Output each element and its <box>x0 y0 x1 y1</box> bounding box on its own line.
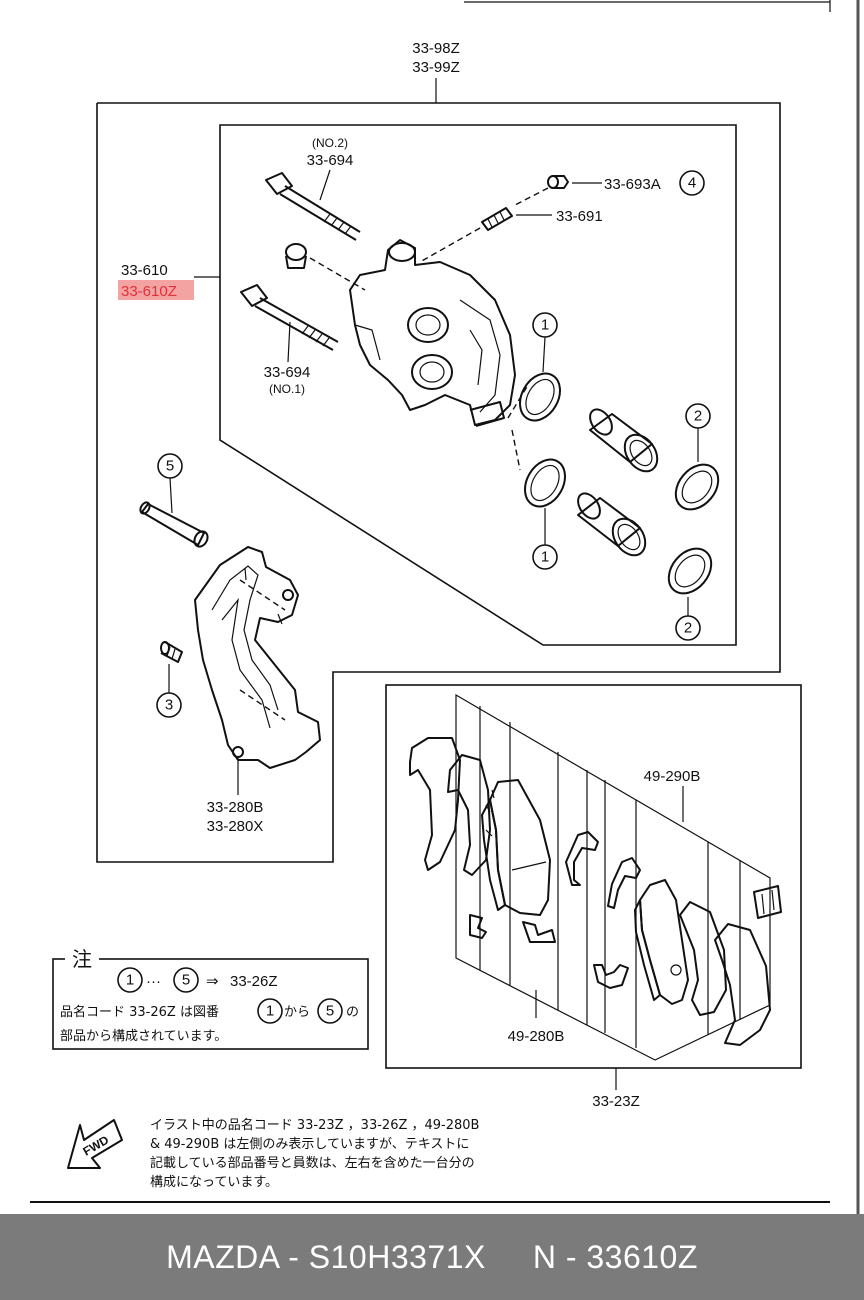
note-line2-suffix: の <box>346 1005 359 1020</box>
note-heading-bg <box>65 948 99 970</box>
note-callout-1-circle <box>117 967 143 993</box>
callout-4-circle <box>679 170 705 196</box>
label-pad-assembly: 33-23Z <box>592 1093 640 1110</box>
label-assembly-33-98z: 33-98Z <box>412 40 460 57</box>
caption-line-4: 構成になっています。 <box>150 1175 278 1190</box>
pad-clip-middle <box>607 857 641 909</box>
piston-seal-upper <box>519 372 561 422</box>
label-bolt-no1-part: 33-694 <box>264 364 311 381</box>
callout-3-circle <box>156 692 182 718</box>
guide-pin <box>139 501 209 548</box>
note-box <box>52 958 369 1050</box>
note-heading: 注 <box>72 947 92 971</box>
brake-pad-inner <box>481 779 551 916</box>
bleeder-screw <box>481 207 513 231</box>
label-caliper-33-610z: 33-610Z <box>121 283 177 300</box>
note-line2-callout-5: 5 <box>326 1003 334 1020</box>
label-bolt-no2-part: 33-694 <box>307 152 354 169</box>
caliper-bracket <box>194 546 321 769</box>
label-caliper-33-610: 33-610 <box>121 262 168 279</box>
guide-line-bleeder <box>419 227 481 263</box>
dust-boot-upper <box>674 463 720 511</box>
bushing <box>285 243 307 269</box>
guide-line-seal-upper <box>507 384 529 419</box>
guide-bolt-upper <box>265 172 361 241</box>
guide-line-bracket-lower <box>239 689 286 721</box>
caliper-body <box>349 239 516 427</box>
pad-clip-upper <box>565 831 599 886</box>
piston-seal-lower <box>524 458 566 508</box>
callout-2-bottom: 2 <box>684 620 692 637</box>
label-bolt-no2-tag: (NO.2) <box>312 136 348 150</box>
note-arrow: ⇒ <box>206 973 219 990</box>
label-assembly-33-99z: 33-99Z <box>412 59 460 76</box>
label-bracket-33-280x: 33-280X <box>207 818 264 835</box>
label-bleeder-screw: 33-691 <box>556 208 603 225</box>
note-callout-5-circle <box>173 967 199 993</box>
leader-seal-upper <box>542 336 546 373</box>
fwd-arrow-icon <box>67 1119 123 1169</box>
leader-bolt-no1 <box>287 321 291 363</box>
label-shim-kit: 49-290B <box>644 768 701 785</box>
footer-part-numbers: MAZDA - S10H3371X N - 33610Z <box>166 1238 698 1275</box>
note-callout-5: 5 <box>182 972 190 989</box>
dust-boot-lower <box>667 547 713 595</box>
note-line2-callout-1-circle <box>257 998 283 1024</box>
leader-guide-pin <box>169 477 173 514</box>
pad-wear-indicator <box>753 885 782 919</box>
pad-set-frame <box>385 684 802 1069</box>
callout-2-bottom-circle <box>675 615 701 641</box>
highlight-box <box>118 280 194 300</box>
caption-line-3: 記載している部品番号と員数は、左右を含めた一台分の <box>150 1155 475 1171</box>
note-line2-prefix: 品名コード 33-26Z は図番 <box>60 1004 219 1020</box>
pad-clip-inner <box>469 914 487 939</box>
note-line2-callout-5-circle <box>317 998 343 1024</box>
note-callout-1: 1 <box>126 972 134 989</box>
piston-lower <box>577 492 647 557</box>
label-bracket-33-280b: 33-280B <box>207 799 264 816</box>
pad-kit-outline <box>455 693 771 1061</box>
guide-line-cap <box>514 187 549 206</box>
pad-shim-outer-right <box>679 901 727 1016</box>
leader-bolt-no2 <box>319 169 331 201</box>
label-pad-set: 49-280B <box>508 1028 565 1045</box>
guide-line-bracket-upper <box>239 579 286 611</box>
guide-line-bushing <box>309 257 366 291</box>
callout-5: 5 <box>166 458 174 475</box>
note-line2-callout-1: 1 <box>266 1003 274 1020</box>
label-bleeder-cap: 33-693A <box>604 176 661 193</box>
callout-1-bottom: 1 <box>541 549 549 566</box>
bleeder-cap <box>547 175 569 189</box>
piston-upper <box>589 408 659 473</box>
guide-line-seal-lower <box>511 429 521 471</box>
callout-4: 4 <box>688 175 696 192</box>
bleeder-spring <box>160 641 183 663</box>
note-line2-from: から <box>284 1005 310 1020</box>
caliper-subassembly-frame <box>219 124 737 646</box>
brake-pad-outer <box>634 879 689 1005</box>
guide-bolt-lower <box>240 284 339 351</box>
callout-1-top-circle <box>532 312 558 338</box>
callout-1-top: 1 <box>541 317 549 334</box>
callout-2-top-circle <box>685 403 711 429</box>
caption-line-1: イラスト中の品名コード 33-23Z ，33-26Z ，49-280B <box>150 1117 479 1133</box>
pad-clip-lower <box>593 964 629 989</box>
footer-bar: MAZDA - S10H3371X N - 33610Z <box>0 1214 864 1300</box>
callout-2-top: 2 <box>694 408 702 425</box>
pad-shim-outer-left <box>409 737 461 871</box>
callout-1-bottom-circle <box>532 544 558 570</box>
pad-shim-backing-right <box>714 923 771 1046</box>
label-bolt-no1-tag: (NO.1) <box>269 382 305 396</box>
note-kit-part: 33-26Z <box>230 973 278 990</box>
assembly-frame <box>96 102 781 863</box>
note-range-dots: ··· <box>146 973 161 990</box>
pad-shim-inner-left <box>447 754 491 876</box>
callout-3: 3 <box>165 697 173 714</box>
pad-clip-inner-2 <box>522 921 556 943</box>
note-line3: 部品から構成されています。 <box>60 1029 227 1044</box>
caption-line-2: & 49-290B は左側のみ表示していますが、テキストに <box>150 1137 469 1152</box>
